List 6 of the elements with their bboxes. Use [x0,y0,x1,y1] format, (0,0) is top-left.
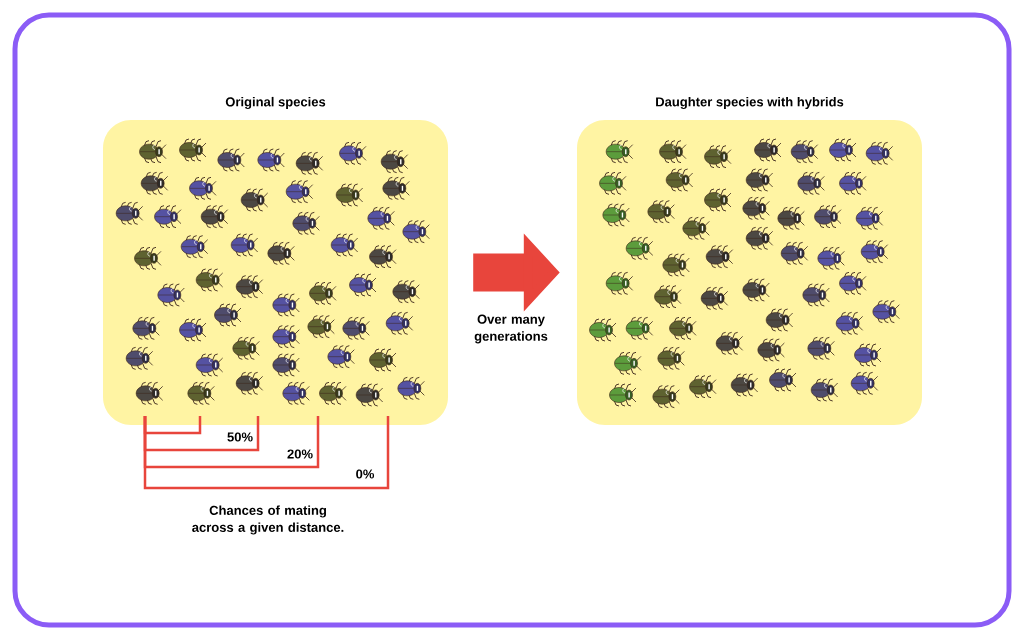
percentage-label: 20% [287,449,313,459]
node-label: Daughter species with hybrids [656,96,844,110]
node-label: Original species [225,96,326,110]
edge-label: Over many generations [474,314,548,344]
caption-text: Chances of mating across a given distance. [192,505,344,535]
percentage-label: 0% [356,469,375,479]
